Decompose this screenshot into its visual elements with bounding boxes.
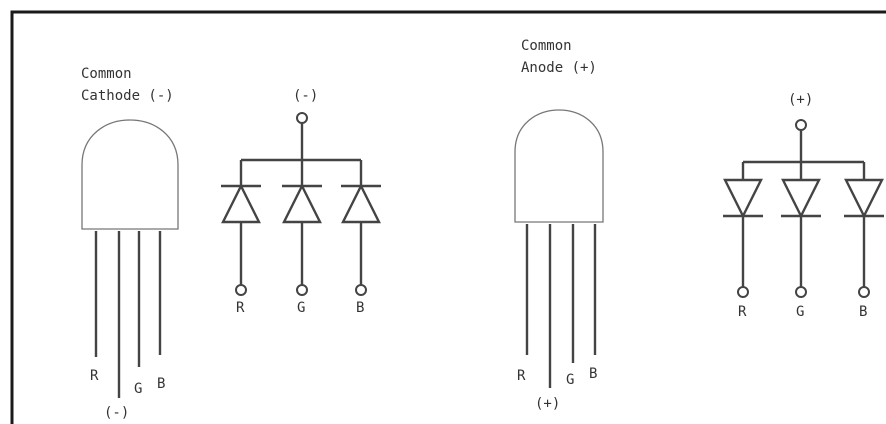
cathode-schematic-top-label: (-) — [293, 88, 318, 104]
anode-pin-label-r: R — [517, 368, 526, 384]
cathode-common-terminal — [296, 112, 308, 124]
cathode-pin-label-common: (-) — [104, 405, 129, 421]
anode-led-body — [514, 109, 604, 223]
cathode-r-terminal — [235, 284, 247, 296]
anode-diode-b — [844, 162, 884, 298]
anode-diode-g-triangle — [781, 178, 821, 219]
anode-diode-r — [723, 162, 763, 298]
anode-title-line2: Anode (+) — [521, 60, 597, 76]
anode-pin-label-b: B — [589, 366, 597, 382]
anode-schematic-top-label: (+) — [788, 92, 813, 108]
cathode-led-body — [81, 119, 179, 230]
cathode-schematic-label-g: G — [297, 300, 305, 316]
cathode-pin-label-g: G — [134, 381, 142, 397]
anode-diode-g — [781, 162, 821, 298]
cathode-led-package: Common Cathode (-) R G B (-) — [81, 66, 179, 421]
anode-r-terminal — [737, 286, 749, 298]
anode-schematic-label-g: G — [796, 304, 804, 320]
cathode-title-line1: Common — [81, 66, 132, 82]
cathode-schematic-label-b: B — [356, 300, 364, 316]
anode-title-line1: Common — [521, 38, 572, 54]
anode-g-terminal — [795, 286, 807, 298]
cathode-schematic-label-r: R — [236, 300, 245, 316]
cathode-diode-b — [341, 160, 381, 296]
cathode-pin-label-r: R — [90, 368, 99, 384]
anode-diode-b-triangle — [844, 178, 884, 219]
cathode-diode-r — [221, 160, 261, 296]
cathode-title-line2: Cathode (-) — [81, 88, 174, 104]
cathode-schematic: (-) R G B — [221, 88, 381, 316]
anode-led-package: Common Anode (+) R G B (+) — [514, 38, 604, 412]
anode-b-terminal — [858, 286, 870, 298]
cathode-pin-label-b: B — [157, 376, 165, 392]
anode-pin-label-common: (+) — [535, 396, 560, 412]
anode-pin-label-g: G — [566, 372, 574, 388]
anode-schematic-label-b: B — [859, 304, 867, 320]
anode-diode-r-triangle — [723, 178, 763, 219]
anode-schematic-label-r: R — [738, 304, 747, 320]
cathode-b-terminal — [355, 284, 367, 296]
cathode-g-terminal — [296, 284, 308, 296]
anode-common-terminal — [795, 119, 807, 131]
cathode-diode-g — [282, 160, 322, 296]
anode-schematic: (+) R G B — [723, 92, 884, 320]
